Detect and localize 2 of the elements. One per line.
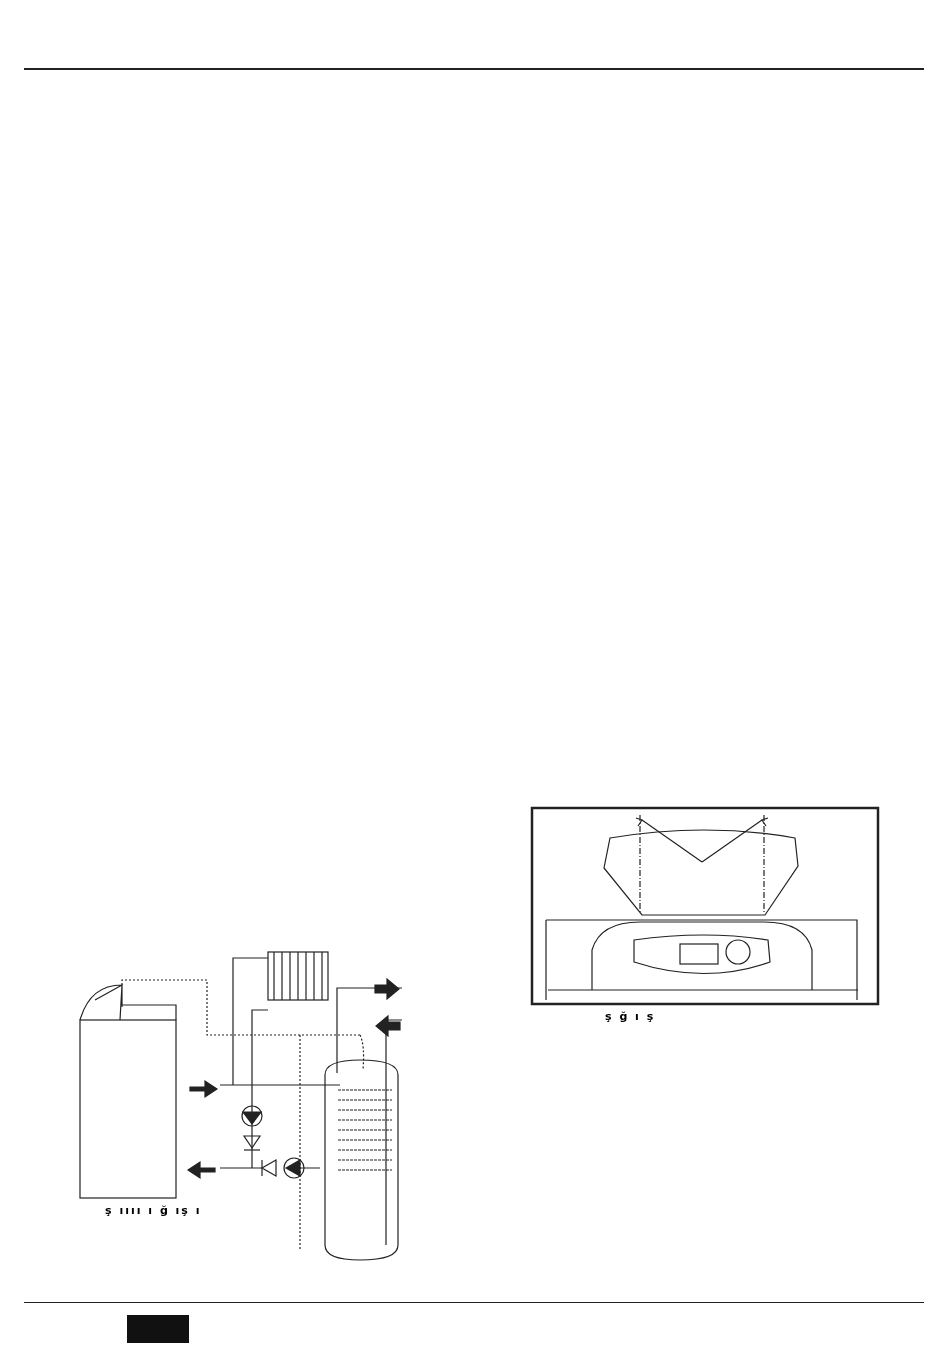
- figure-caption: ş ğ ı ş: [605, 1010, 656, 1023]
- figure-caption: ş ıııı ı ğ ış ı: [105, 1204, 202, 1217]
